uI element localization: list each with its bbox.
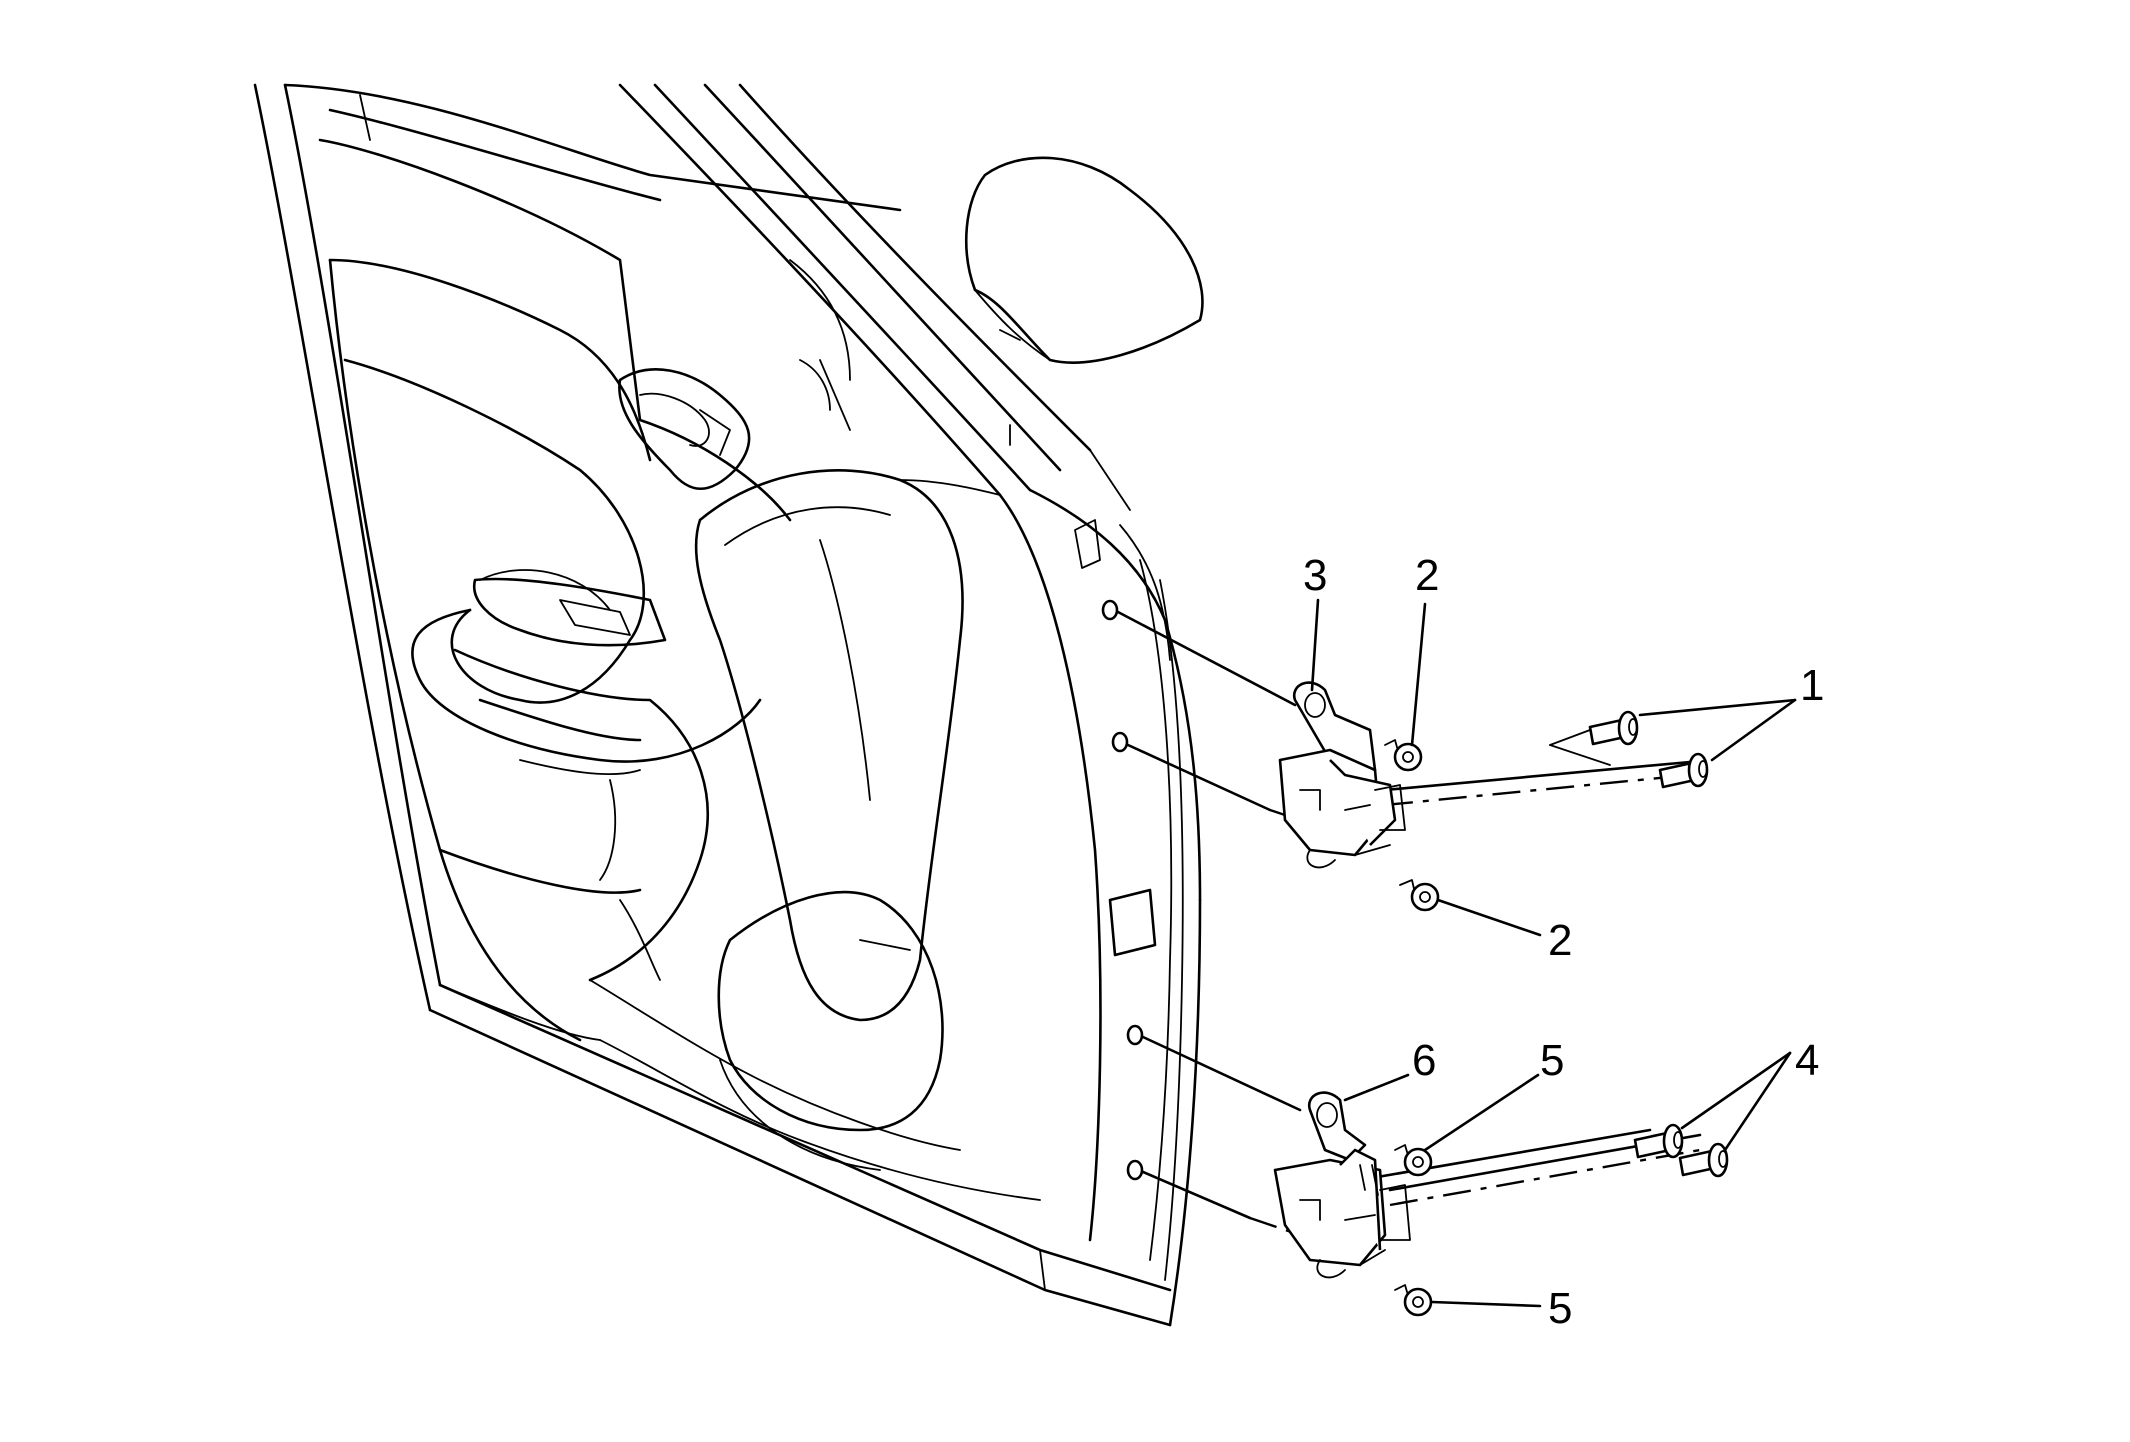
bolt-lower-a xyxy=(1633,1123,1684,1159)
mounting-hole xyxy=(1126,1159,1144,1181)
callout-5-lower: 5 xyxy=(1548,1284,1572,1333)
mounting-hole xyxy=(1101,599,1119,621)
bolt-upper-b xyxy=(1658,752,1709,789)
mounting-hole xyxy=(1111,731,1129,753)
hinge-nuts xyxy=(1384,739,1440,1317)
callout-4: 4 xyxy=(1795,1036,1819,1085)
leader-lines xyxy=(1310,598,1797,1308)
bolt-lower-b xyxy=(1678,1142,1729,1178)
callout-6: 6 xyxy=(1412,1036,1436,1085)
door-assembly xyxy=(253,83,1204,1327)
nut-upper-top xyxy=(1384,739,1423,772)
nut-lower-bottom xyxy=(1394,1284,1433,1317)
bolt-upper-a xyxy=(1588,710,1639,746)
nut-upper-bottom xyxy=(1399,879,1440,912)
upper-hinge xyxy=(1278,681,1406,869)
lower-hinge xyxy=(1273,1091,1411,1279)
callout-2-lower: 2 xyxy=(1548,916,1572,965)
callout-1: 1 xyxy=(1800,661,1824,710)
door-mounting-holes xyxy=(1101,599,1144,1181)
callout-5-upper: 5 xyxy=(1540,1036,1564,1085)
hinge-bolts xyxy=(1588,710,1729,1178)
callouts: 1 2 3 2 6 5 4 5 xyxy=(1303,551,1824,1333)
mounting-hole xyxy=(1126,1024,1144,1046)
callout-2-upper: 2 xyxy=(1415,551,1439,600)
callout-3: 3 xyxy=(1303,551,1327,600)
nut-lower-top xyxy=(1394,1144,1433,1177)
alignment-lines xyxy=(1116,610,1702,1237)
